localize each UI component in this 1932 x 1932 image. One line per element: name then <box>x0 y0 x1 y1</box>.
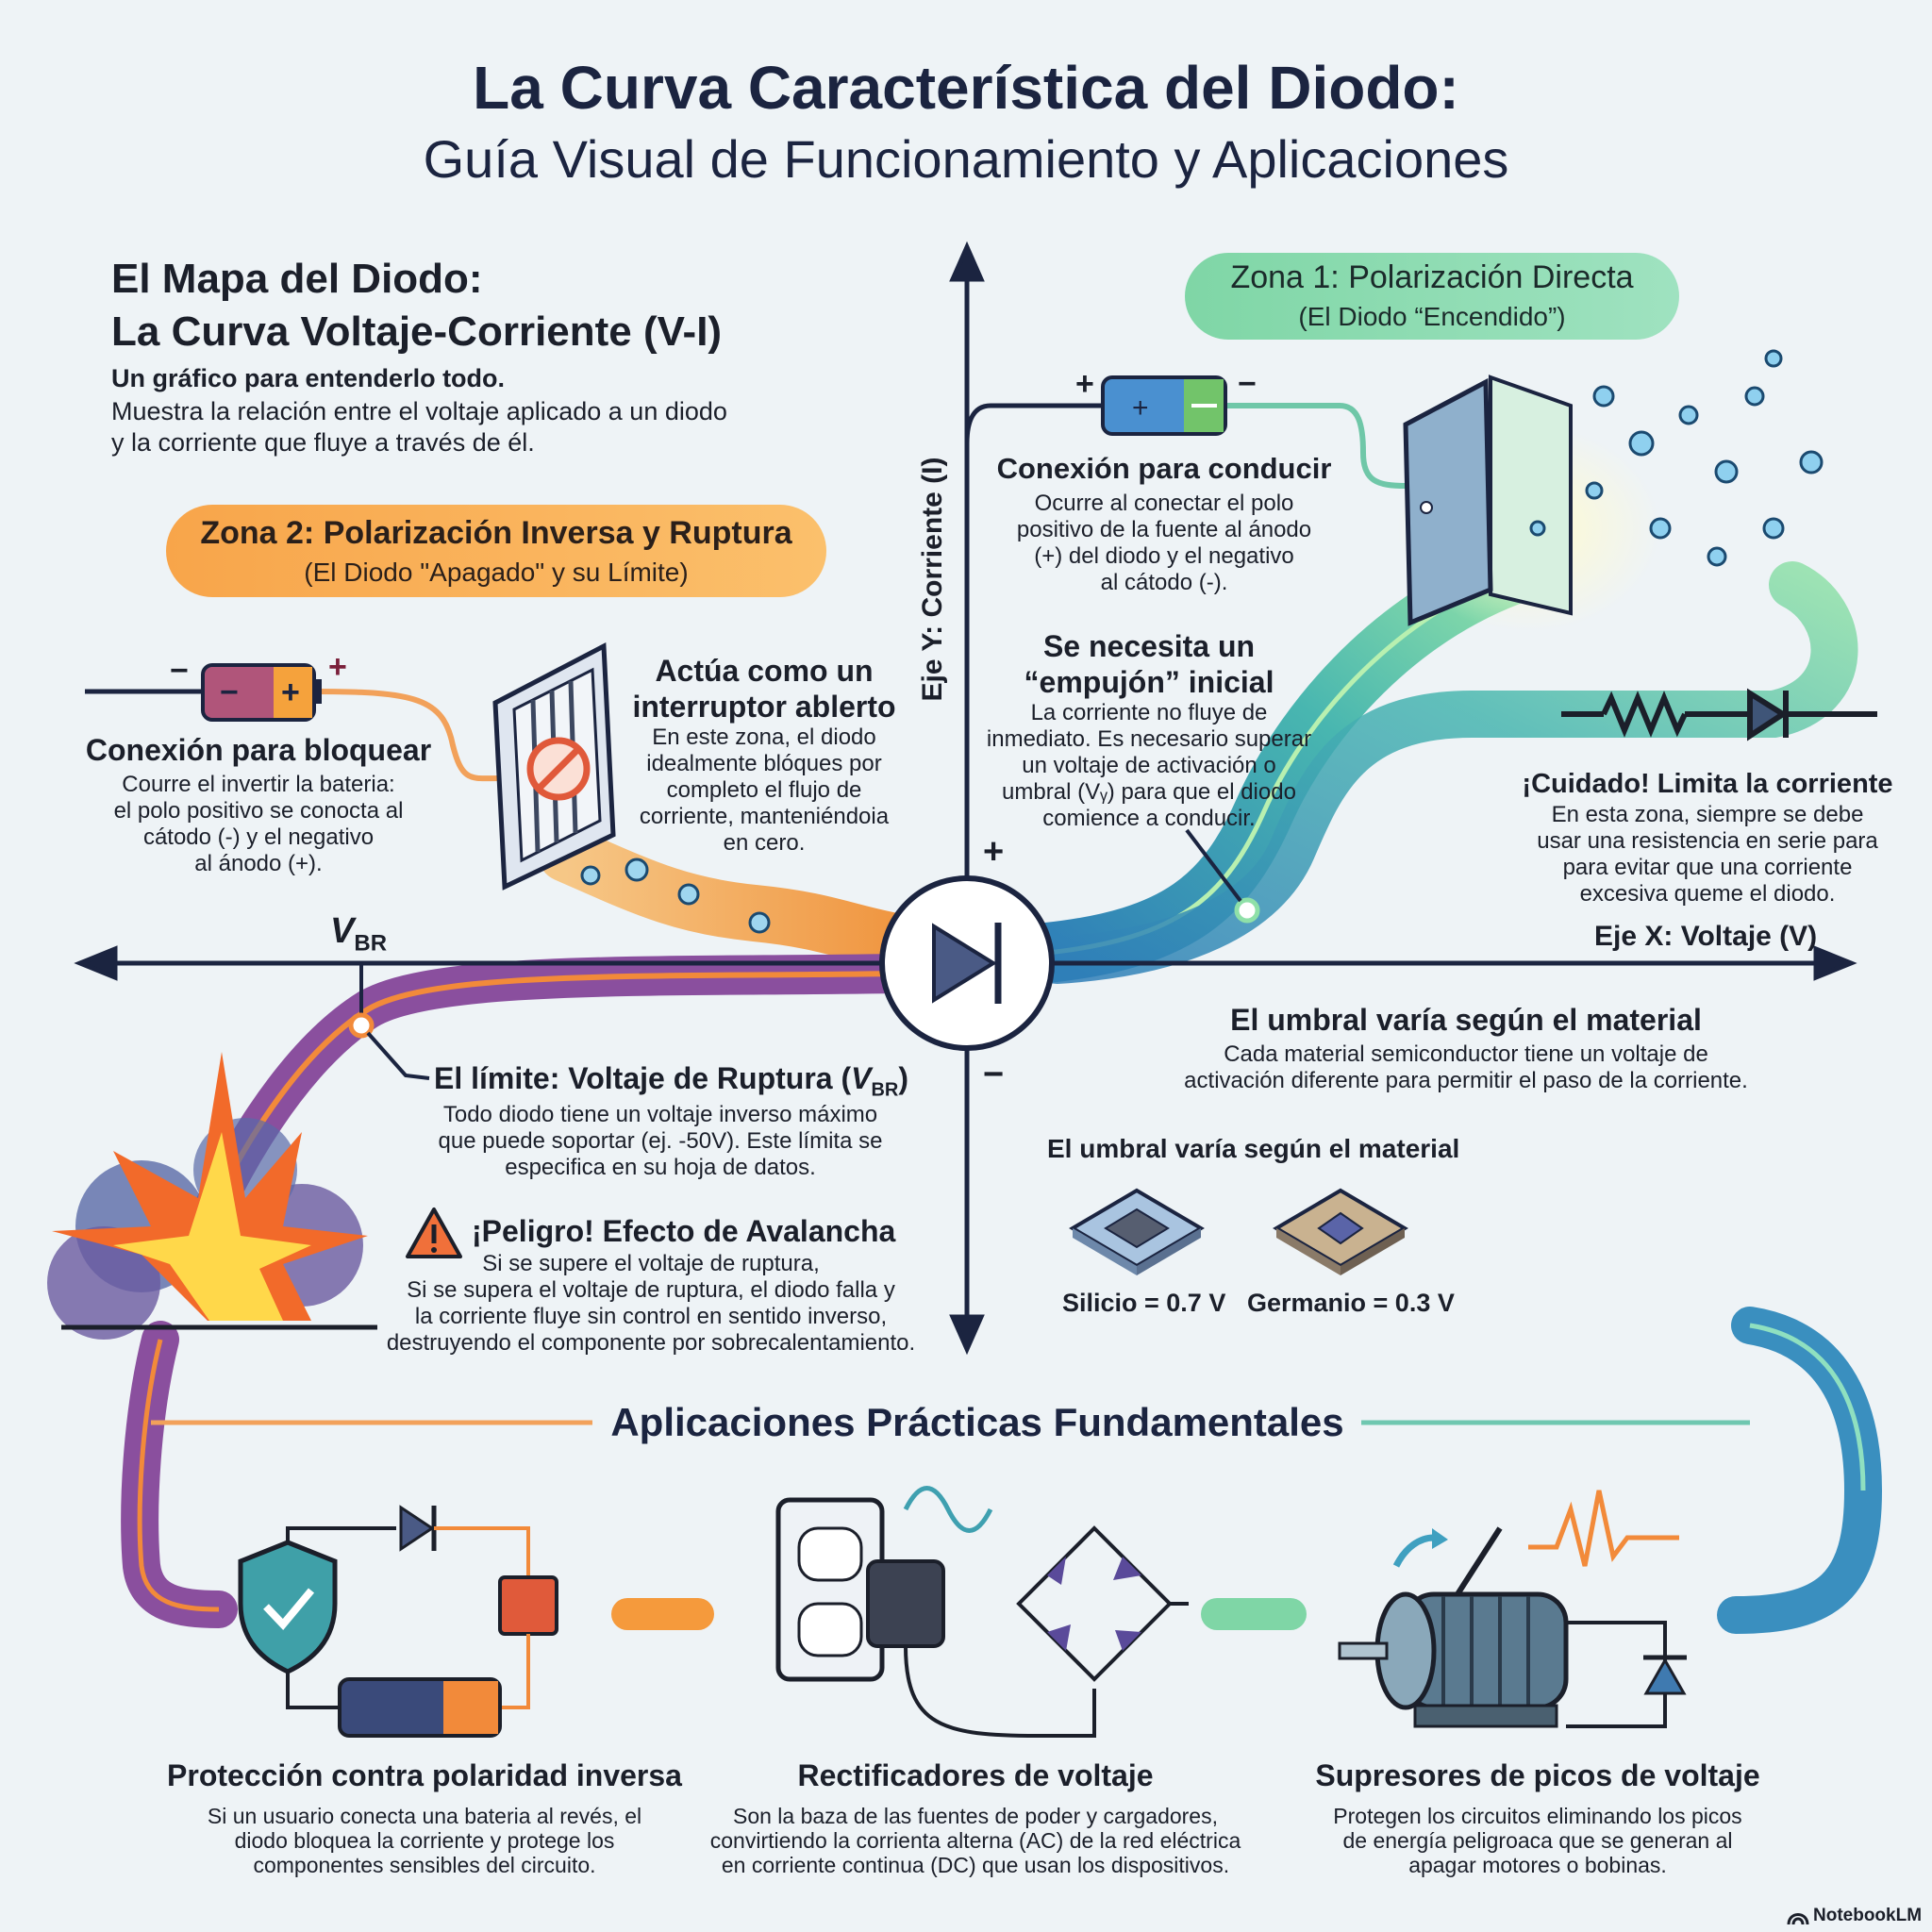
limit-body: Todo diodo tiene un voltaje inverso máxi… <box>438 1102 883 1180</box>
vbr-label: VBR <box>330 911 387 958</box>
threshold-heading: El umbral varía según el material <box>1230 1003 1702 1037</box>
app-title-rectifier: Rectificadores de voltaje <box>797 1758 1154 1792</box>
page-title: La Curva Característica del Diodo: <box>473 54 1459 122</box>
series-resistor-diode-icon <box>1561 688 1877 741</box>
zone2-label: Zona 2: Polarización Inversa y Ruptura (E… <box>166 514 826 591</box>
block-heading: Conexión para bloquear <box>85 733 432 767</box>
limit-heading-text: El límite: Voltaje de Ruptura ( <box>434 1061 852 1095</box>
zone2-title: Zona 2: Polarización Inversa y Ruptura <box>200 515 792 551</box>
reverse-battery-icon <box>85 663 501 782</box>
vbr-subscript: BR <box>354 930 388 957</box>
open-switch-body: En este zona, el diodo idealmente blóque… <box>639 724 890 856</box>
blocked-electrons <box>580 858 771 934</box>
limit-band <box>1033 561 1858 984</box>
reverse-current-band <box>538 825 934 972</box>
battery-minus-sign: − <box>1238 366 1257 402</box>
danger-body: Si se supere el voltaje de ruptura, Si s… <box>386 1251 916 1356</box>
vbr-point <box>348 1012 375 1039</box>
rectifier-icon <box>775 1486 1189 1738</box>
material-germanium-label: Germanio = 0.3 V <box>1247 1289 1455 1317</box>
map-heading-line1: El Mapa del Diodo: <box>111 256 483 302</box>
limit-heading-sub: BR <box>871 1079 899 1101</box>
explosion-icon <box>47 1052 377 1340</box>
negative-quadrant-sign: − <box>983 1055 1005 1094</box>
positive-quadrant-sign: + <box>983 832 1005 872</box>
map-lead: Un gráfico para entenderlo todo. <box>111 364 506 392</box>
map-heading: El Mapa del Diodo: La Curva Voltaje-Corri… <box>111 253 722 358</box>
battery-plus-sign: + <box>1075 366 1094 402</box>
page-subtitle: Guía Visual de Funcionamiento y Aplicaci… <box>423 129 1509 189</box>
map-body: Muestra la relación entre el voltaje apl… <box>111 397 727 457</box>
zone2-subtitle: (El Diodo "Apagado" y su Límite) <box>304 558 689 587</box>
diode-symbol-icon <box>879 875 1055 1051</box>
forward-battery-icon: + <box>964 375 1407 489</box>
app-title-polarity: Protección contra polaridad inversa <box>167 1758 682 1792</box>
limit-heading-v: V <box>851 1061 872 1095</box>
blocked-gate-icon <box>492 641 616 891</box>
polarity-protection-icon <box>238 1505 558 1738</box>
zone1-title: Zona 1: Polarización Directa <box>1230 259 1634 295</box>
spike-suppressor-icon <box>1338 1490 1687 1728</box>
map-heading-line2: La Curva Voltaje-Corriente (V-I) <box>111 308 723 355</box>
danger-heading: ¡Peligro! Efecto de Avalancha <box>472 1214 896 1248</box>
limit-heading-close: ) <box>898 1061 909 1095</box>
flowing-electrons <box>1529 349 1824 567</box>
careful-body: En esta zona, siempre se debe usar una r… <box>1537 802 1878 907</box>
material-silicon-label: Silicio = 0.7 V <box>1062 1289 1226 1317</box>
materials-heading: El umbral varía según el material <box>1047 1134 1460 1163</box>
threshold-body: Cada material semiconductor tiene un vol… <box>1184 1041 1748 1093</box>
push-body: La corriente no fluye de inmediato. Es n… <box>986 700 1312 831</box>
zone1-label: Zona 1: Polarización Directa (El Diodo “E… <box>1185 258 1679 336</box>
germanium-chip-icon <box>1273 1188 1408 1275</box>
threshold-point <box>1234 897 1260 924</box>
limit-heading: El límite: Voltaje de Ruptura (VBR) <box>434 1060 908 1108</box>
applications-heading: Aplicaciones Prácticas Fundamentales <box>610 1400 1344 1444</box>
vbr-symbol: V <box>330 911 355 951</box>
bottom-right-loop <box>1717 1307 1883 1634</box>
vbr-pointer <box>366 1031 430 1080</box>
push-heading: Se necesita un “empujón” inicial <box>1024 629 1274 699</box>
zone2-pill <box>166 505 826 597</box>
notebooklm-logo-icon <box>1787 1913 1809 1925</box>
warning-icon <box>406 1208 462 1258</box>
conduct-heading: Conexión para conducir <box>996 452 1332 485</box>
app-body-rectifier: Son la baza de las fuentes de poder y ca… <box>709 1804 1241 1877</box>
silicon-chip-icon <box>1069 1188 1205 1275</box>
bottom-left-loop-core <box>137 1339 220 1612</box>
svg-text:+: + <box>1132 392 1149 424</box>
svg-text:+: + <box>281 675 300 710</box>
zone1-subtitle: (El Diodo “Encendido”) <box>1298 302 1566 331</box>
x-axis-label: Eje X: Voltaje (V) <box>1594 921 1818 952</box>
careful-heading: ¡Cuidado! Limita la corriente <box>1522 769 1893 799</box>
block-body: Courre el invertir la bateria: el polo p… <box>113 772 404 876</box>
open-switch-heading: Actúa como un interruptor ablerto <box>632 654 896 724</box>
threshold-pointer <box>1185 828 1242 903</box>
battery-plus-sign: + <box>328 649 347 685</box>
app-body-polarity: Si un usuario conecta una bateria al rev… <box>207 1804 642 1877</box>
conduct-body: Ocurre al conectar el polo positivo de l… <box>1016 491 1312 595</box>
app-title-suppressor: Supresores de picos de voltaje <box>1315 1758 1760 1792</box>
y-axis <box>949 241 985 1356</box>
brand-label: NotebookLM <box>1813 1906 1923 1925</box>
zone1-pill <box>1185 253 1679 340</box>
open-door-icon <box>1396 375 1660 632</box>
app-body-suppressor: Protegen los circuitos eliminando los pi… <box>1333 1804 1742 1877</box>
battery-minus-sign: − <box>170 653 189 689</box>
svg-text:−: − <box>220 675 239 710</box>
y-axis-label: Eje Y: Corriente (I) <box>917 457 948 702</box>
